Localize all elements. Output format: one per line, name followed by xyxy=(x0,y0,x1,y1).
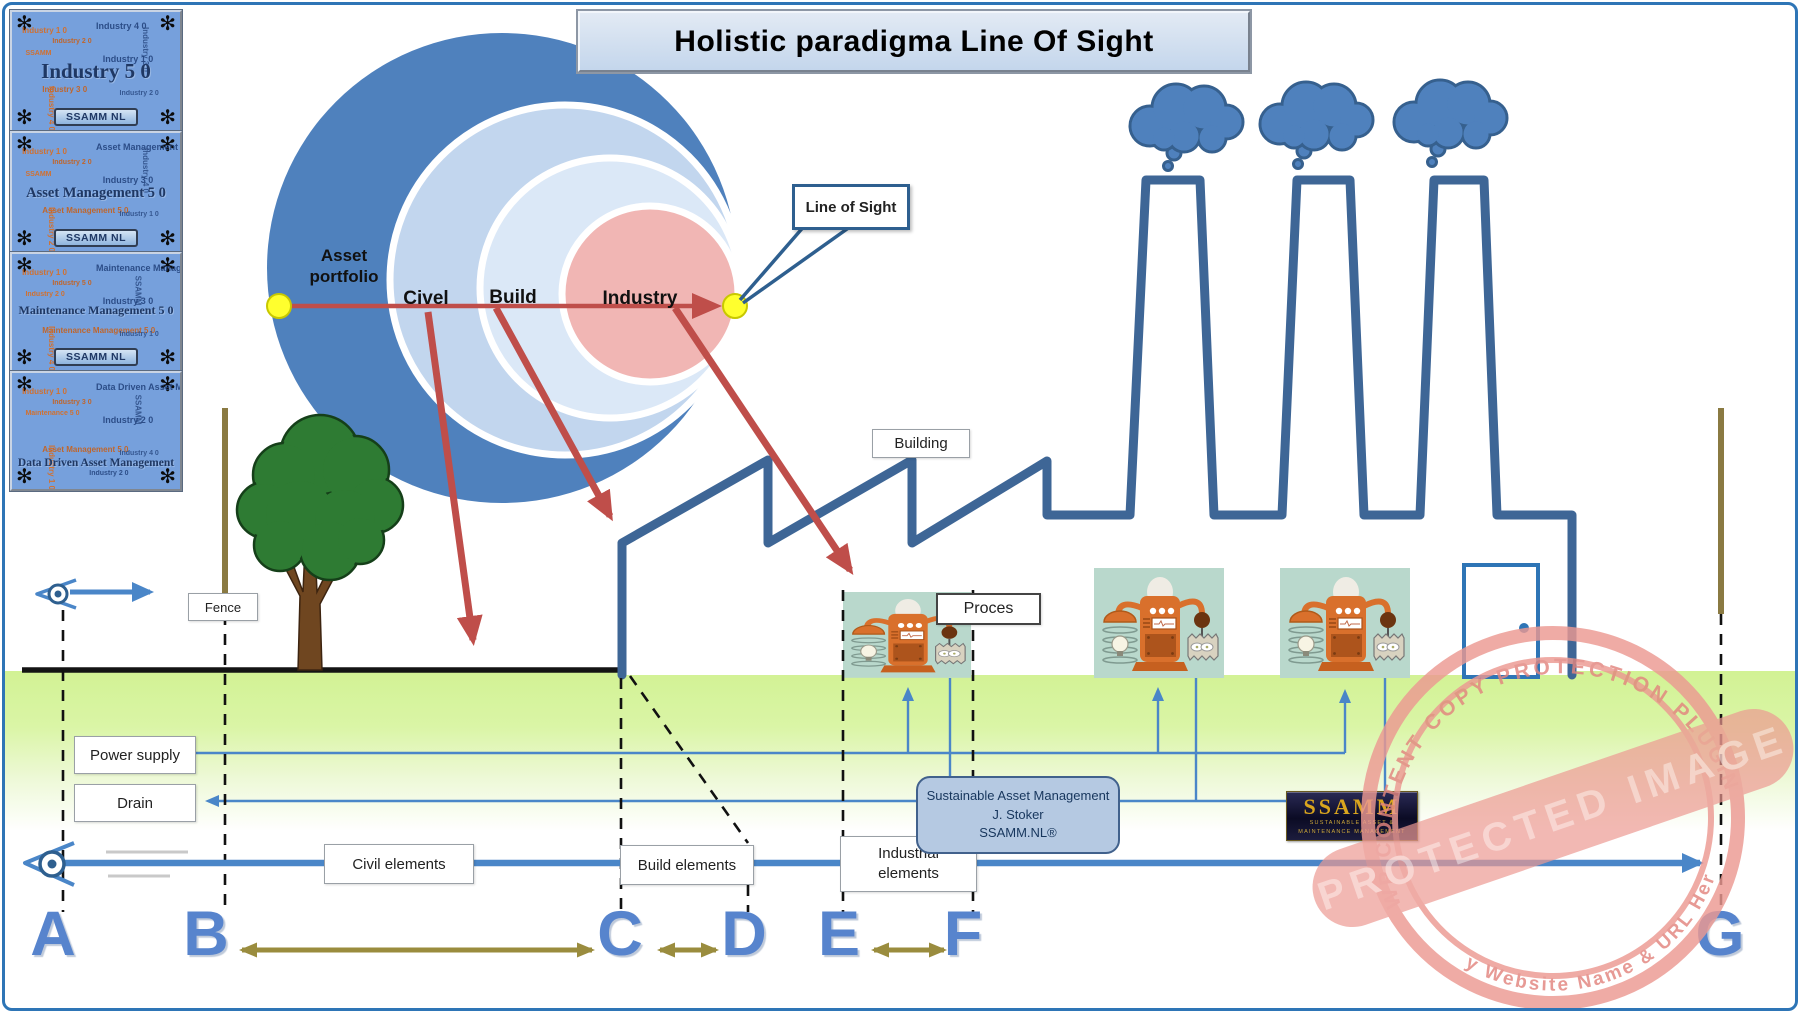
cloud-word: Industry 3 0 xyxy=(102,175,154,186)
cloud-logo-icon: ✻ xyxy=(159,347,176,369)
fence-label: Fence xyxy=(188,593,258,621)
cloud-word: Industry 3 0 xyxy=(42,85,88,95)
tree-icon xyxy=(235,413,405,671)
power-supply-lines xyxy=(193,687,1351,755)
ssamm-nl-badge: SSAMM NL xyxy=(54,348,138,366)
cloud-logo-icon: ✻ xyxy=(16,134,33,156)
industry-label: Industry xyxy=(602,288,678,309)
cloud-logo-icon: ✻ xyxy=(159,228,176,250)
cloud-word: Industry 4 0 xyxy=(96,21,147,32)
building-label: Building xyxy=(872,429,970,458)
cloud-logo-icon: ✻ xyxy=(16,255,33,277)
cloud-word: Asset Management 5 0 xyxy=(42,444,129,454)
drain-label: Drain xyxy=(74,784,196,822)
factory-fill xyxy=(622,180,1572,675)
cloud-logo-icon: ✻ xyxy=(159,13,176,35)
cloud-word: Maintenance Management 5 0 xyxy=(96,263,182,274)
cloud-word: Industry 2 0 xyxy=(25,291,65,299)
marker-letter-C: C xyxy=(597,899,643,969)
credit-line3: SSAMM.NL® xyxy=(979,825,1057,841)
cloud-word: Industry 1 0 xyxy=(22,26,67,36)
cloud-logo-icon: ✻ xyxy=(16,107,33,129)
cloud-logo-icon: ✻ xyxy=(16,347,33,369)
cloud-logo-icon: ✻ xyxy=(159,134,176,156)
red-arrows xyxy=(424,306,854,646)
fence-pole-right xyxy=(1718,408,1724,614)
observer-eye-icon xyxy=(35,578,154,610)
cloud-word: Data Driven Asset Management xyxy=(96,382,182,393)
cloud-word: Industry 1 0 xyxy=(102,54,154,65)
panel-title: Asset Management 5 0 xyxy=(26,184,166,201)
ssamm-nl-badge: SSAMM NL xyxy=(54,229,138,247)
marker-letter-A: A xyxy=(30,899,76,969)
ssamm-logo-sub1: SUSTAINABLE ASSET & xyxy=(1309,819,1395,826)
cloud-word: Industry 2 0 xyxy=(52,37,92,45)
build-label: Build xyxy=(489,287,537,308)
marker-letter-F: F xyxy=(943,899,983,969)
credit-line2: J. Stoker xyxy=(992,806,1044,822)
marker-letter-D: D xyxy=(721,899,767,969)
cloud-word: Industry 2 0 xyxy=(102,414,154,425)
fence-pole-left xyxy=(222,408,228,614)
marker-letter-E: E xyxy=(817,899,861,969)
cloud-word: Asset Management 5 0 xyxy=(42,206,129,216)
cloud-word: Industry 5 0 xyxy=(52,279,92,287)
industry-arrow xyxy=(672,306,854,575)
cloud-word: Industry 1 0 xyxy=(22,267,67,277)
cloud-logo-icon: ✻ xyxy=(16,228,33,250)
cloud-word: Industry 1 0 xyxy=(22,147,67,157)
build-elements-label: Build elements xyxy=(620,845,754,885)
cloud-word: Industry 1 0 xyxy=(119,210,159,218)
cloud-logo-icon: ✻ xyxy=(159,374,176,396)
ssamm-logo-sub2: MAINTENANCE MANAGEMENT xyxy=(1298,829,1406,835)
civil-label: Civel xyxy=(403,288,449,309)
cloud-word: Industry 1 0 xyxy=(22,386,67,396)
cloud-logo-icon: ✻ xyxy=(159,107,176,129)
panel-title: Maintenance Management 5 0 xyxy=(18,302,174,317)
credit-line1: Sustainable Asset Management xyxy=(926,787,1110,803)
cloud-word: Industry 4 0 xyxy=(119,449,159,457)
panel-title: Data Driven Asset Management xyxy=(17,456,175,469)
cloud-word: Industry 3 0 xyxy=(102,295,154,306)
cloud-word: Industry 2 0 xyxy=(52,158,92,166)
cloud-word: Industry 2 0 xyxy=(119,89,159,97)
panel-title: Industry 5 0 xyxy=(41,59,151,84)
power-supply-label: Power supply xyxy=(74,736,196,774)
civil-elements-label: Civil elements xyxy=(324,844,474,884)
factory-outline xyxy=(617,175,1577,680)
cloud-word: Maintenance Management 5 0 xyxy=(42,325,156,335)
build-arrow xyxy=(492,306,614,522)
ssamm-nl-badge: SSAMM NL xyxy=(54,108,138,126)
cloud-word: SSAMM xyxy=(25,170,52,178)
cloud-word: Industry 2 0 xyxy=(89,470,129,478)
cloud-word: SSAMM xyxy=(25,49,52,57)
asset-portfolio-circles xyxy=(267,33,744,503)
factory-door xyxy=(1462,563,1540,679)
cloud-word: Maintenance 5 0 xyxy=(25,410,80,418)
marker-letter-B: B xyxy=(183,899,229,969)
proces-label: Proces xyxy=(936,593,1041,625)
cloud-word: Industry 3 0 xyxy=(52,398,92,406)
credit-box: Sustainable Asset Management J. Stoker S… xyxy=(916,776,1120,854)
page-title: Holistic paradigma Line Of Sight xyxy=(578,11,1250,72)
cloud-word: Asset Management 5 0 xyxy=(96,142,180,153)
cloud-logo-icon: ✻ xyxy=(16,466,33,488)
cloud-logo-icon: ✻ xyxy=(16,374,33,396)
asset-portfolio-label: Asset portfolio xyxy=(309,246,379,287)
line-of-sight-callout: Line of Sight xyxy=(792,184,910,230)
civil-arrow xyxy=(424,311,483,646)
cloud-logo-icon: ✻ xyxy=(159,466,176,488)
cloud-logo-icon: ✻ xyxy=(16,13,33,35)
cloud-word: Industry 1 0 xyxy=(119,330,159,338)
cloud-logo-icon: ✻ xyxy=(159,255,176,277)
line-of-sight-callout-tail xyxy=(738,222,856,305)
